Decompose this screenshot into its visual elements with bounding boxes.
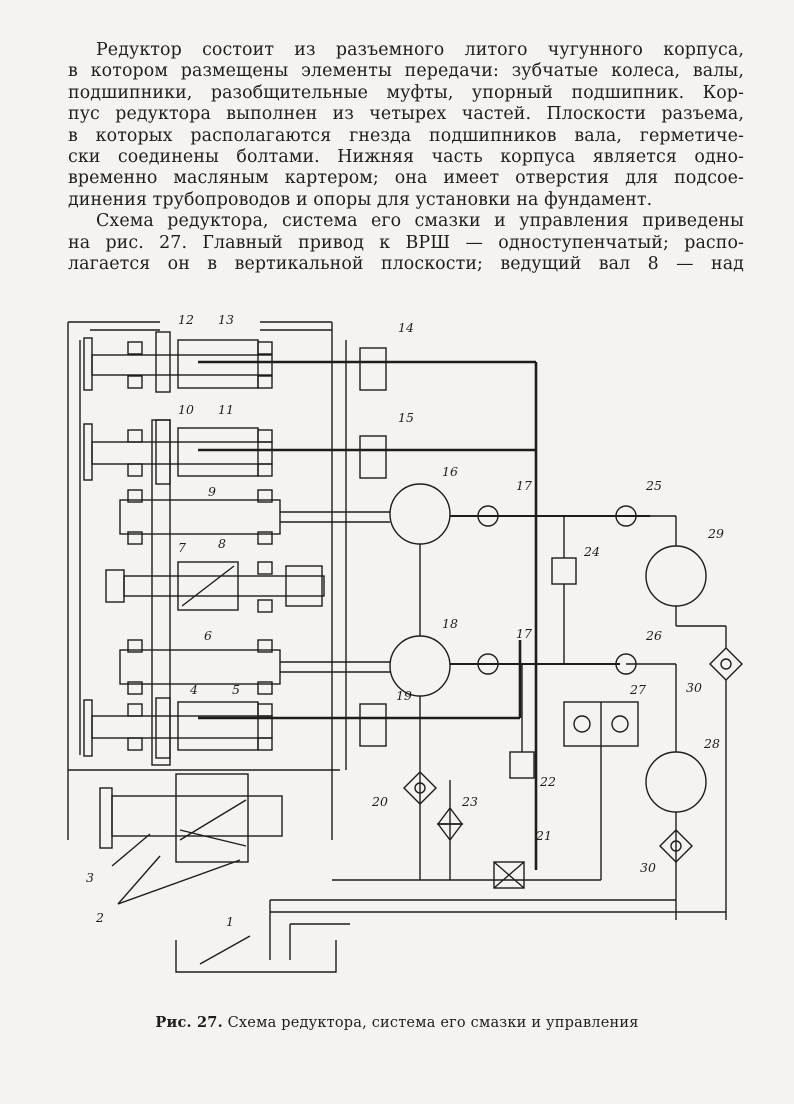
label-17: 17 (516, 478, 532, 493)
shaft-assembly-4-5 (83, 697, 273, 759)
label-25: 25 (645, 478, 662, 493)
label-30: 30 (686, 680, 702, 695)
filter-20 (403, 771, 437, 805)
text-line: в котором размещены элементы передачи: з… (68, 61, 744, 82)
label-6: 6 (204, 628, 212, 643)
text-line: временно масляным картером; она имеет от… (68, 168, 744, 189)
text-line: в которых располагаются гнезда подшипник… (68, 125, 744, 146)
bracket (175, 940, 337, 973)
leader-line (117, 859, 241, 905)
pump-18 (389, 635, 451, 697)
label-18: 18 (442, 616, 458, 631)
leader-line (111, 833, 151, 867)
filter-30 (659, 829, 693, 863)
filter-14 (359, 347, 387, 391)
label-14: 14 (398, 320, 414, 335)
filter-15 (359, 435, 387, 479)
label-16: 16 (442, 464, 458, 479)
caption-prefix: Рис. 27. (155, 1014, 223, 1031)
leader-line (199, 935, 251, 965)
label-21: 21 (535, 828, 552, 843)
text-line: Схема редуктора, система его смазки и уп… (96, 211, 744, 232)
shaft-7 (151, 419, 171, 766)
relay-24 (551, 557, 577, 585)
label-23: 23 (461, 794, 478, 809)
shaft-8-gear (105, 561, 325, 613)
filter-30 (709, 647, 743, 681)
text-line: Редуктор состоит из разъемного литого чу… (96, 40, 744, 60)
label-26: 26 (645, 628, 662, 643)
pump-28 (645, 751, 707, 813)
label-17-lower: 17 (516, 626, 532, 641)
filter-19 (359, 703, 387, 747)
label-29: 29 (707, 526, 724, 541)
label-11: 11 (218, 402, 234, 417)
shaft-assembly-12-13 (83, 329, 332, 393)
label-24: 24 (583, 544, 600, 559)
label-19: 19 (396, 688, 412, 703)
leader-line (117, 855, 161, 905)
label-28: 28 (703, 736, 720, 751)
gearbox-lubrication-diagram: 12 13 14 10 11 15 16 17 25 9 29 7 8 24 1… (67, 312, 743, 973)
label-5: 5 (232, 682, 240, 697)
body-text: Редуктор состоит из разъемного литого чу… (68, 40, 744, 275)
shaft-assembly-10-11 (83, 419, 273, 485)
label-8: 8 (218, 536, 226, 551)
label-9: 9 (208, 484, 216, 499)
label-12: 12 (178, 312, 194, 327)
label-22: 22 (539, 774, 556, 789)
label-4: 4 (189, 682, 198, 697)
pump-16 (389, 483, 451, 545)
text-line: пус редуктора выполнен из четырех частей… (68, 104, 744, 125)
label-1: 1 (226, 914, 234, 929)
heater-21 (493, 861, 525, 889)
thrust-bearing-assembly (68, 769, 340, 863)
label-20: 20 (371, 794, 388, 809)
label-7: 7 (178, 540, 186, 555)
valve-22 (509, 751, 535, 779)
caption-text: Схема редуктора, система его смазки и уп… (222, 1015, 639, 1031)
label-27: 27 (629, 682, 646, 697)
label-30-lower: 30 (640, 860, 656, 875)
label-10: 10 (178, 402, 194, 417)
pump-29 (645, 545, 707, 607)
shaft-9 (119, 489, 390, 545)
label-2: 2 (95, 910, 104, 925)
shaft-6 (119, 639, 390, 695)
text-line: подшипники, разобщительные муфты, упорны… (68, 82, 744, 103)
text-line: лагается он в вертикальной плоскости; ве… (68, 254, 744, 275)
label-13: 13 (218, 312, 234, 327)
text-line: динения трубопроводов и опоры для устано… (68, 189, 653, 210)
label-3: 3 (86, 870, 94, 885)
text-line: на рис. 27. Главный привод к ВРШ — однос… (68, 232, 744, 253)
figure-caption: Рис. 27. Схема редуктора, система его см… (0, 1014, 794, 1031)
label-15: 15 (398, 410, 414, 425)
text-line: ски соединены болтами. Нижняя часть корп… (68, 147, 744, 168)
